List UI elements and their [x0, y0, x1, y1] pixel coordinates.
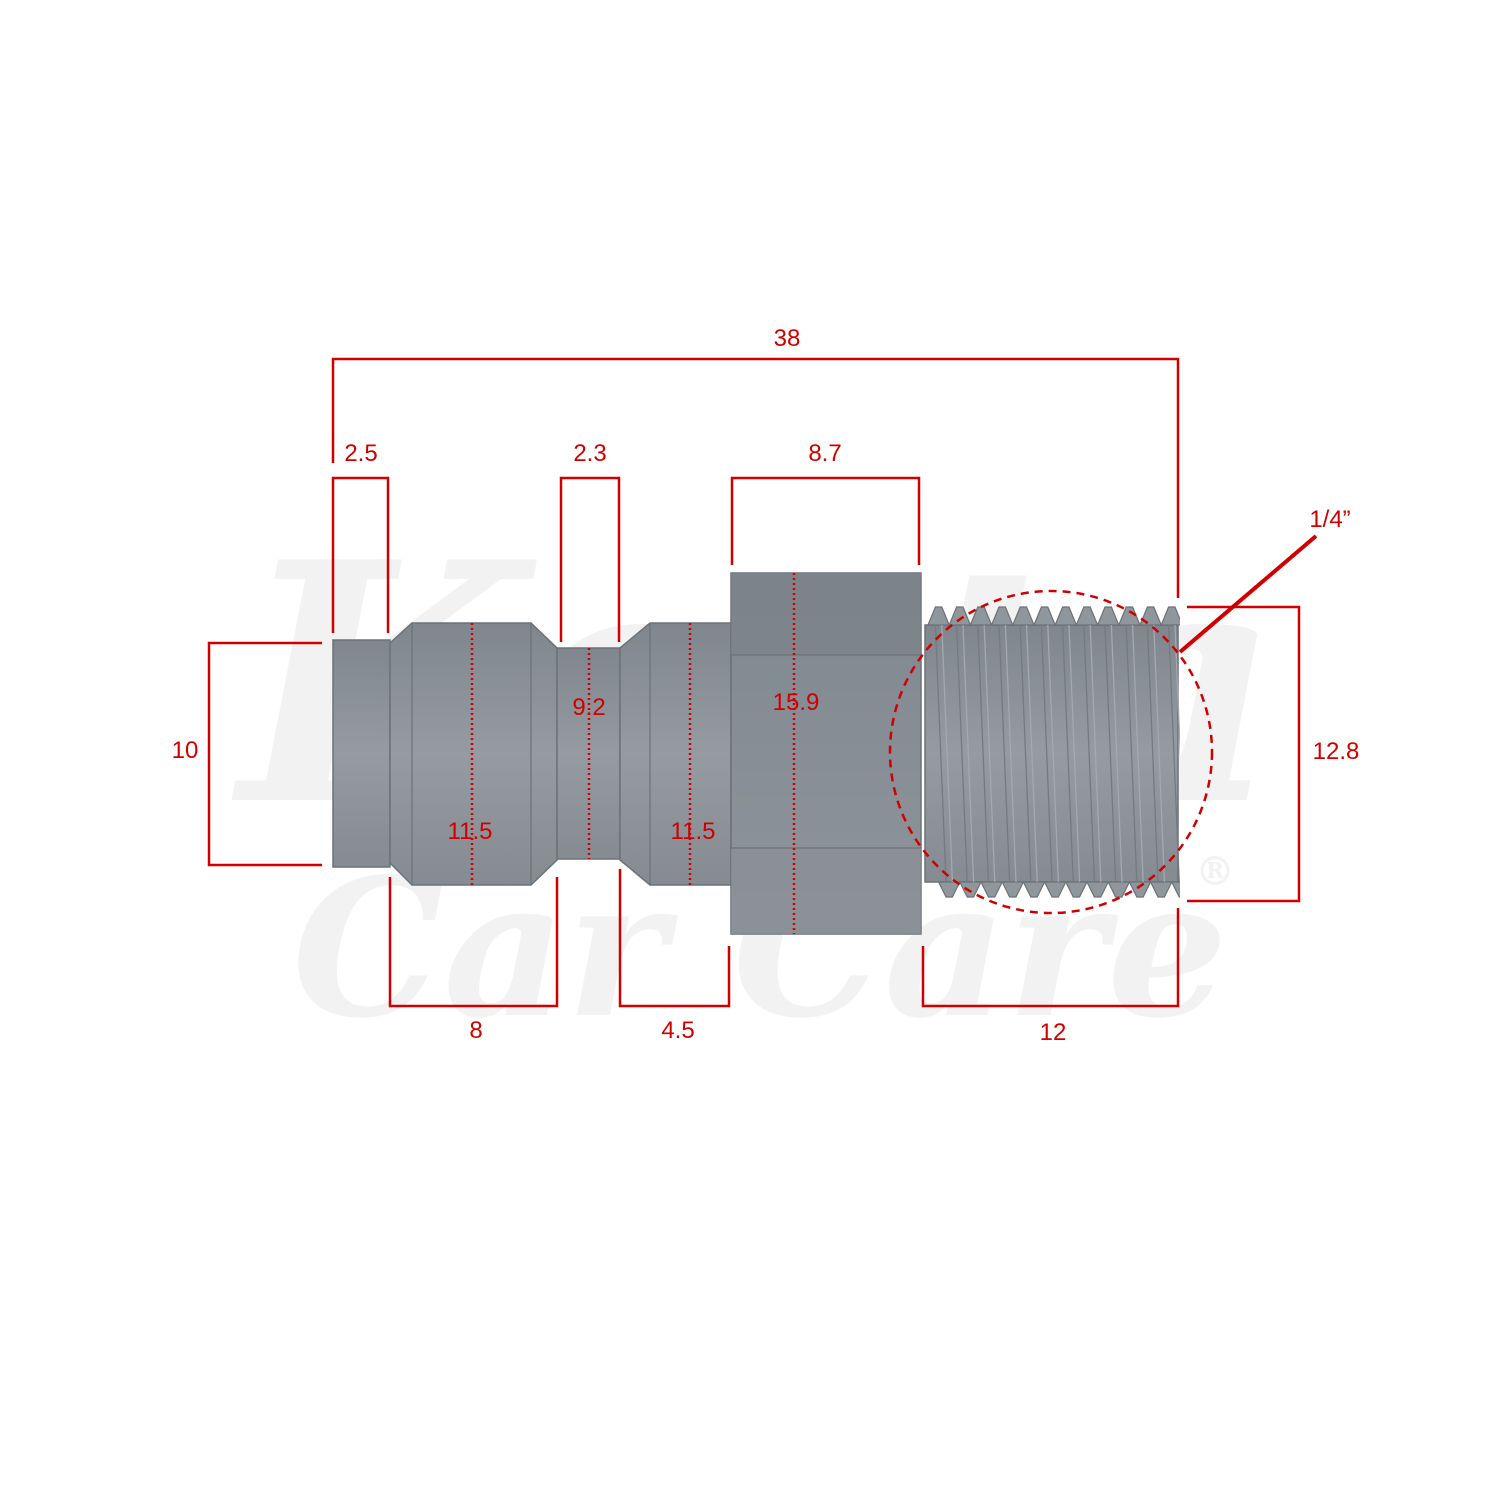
- thread-flank-line: [1174, 624, 1180, 763]
- dim-line-collar-length: [388, 877, 559, 1008]
- label-tip-diameter: 10: [172, 737, 199, 764]
- thread-flank-line: [1104, 624, 1117, 883]
- thread-tooth-bottom: [1001, 881, 1025, 898]
- thread-flank-line: [1025, 624, 1038, 883]
- thread-tooth-bottom: [958, 881, 982, 898]
- dim-line-neck-length: [618, 869, 731, 1008]
- label-collar-length: 8: [469, 1017, 482, 1044]
- label-collar-diameter-right: 11.5: [671, 818, 716, 845]
- collar-right: [619, 622, 732, 886]
- tip-cylinder: [332, 639, 391, 868]
- dim-line-overall-length: [331, 357, 1180, 598]
- dim-line-thread-length: [921, 908, 1180, 1008]
- thread-flank-line: [1061, 624, 1074, 883]
- thread-tooth-bottom: [1022, 881, 1046, 898]
- label-groove-width: 2.3: [573, 440, 606, 467]
- fitting-part: [332, 572, 1180, 935]
- thread-flank-line: [998, 624, 1011, 883]
- thread-tooth-bottom: [937, 881, 961, 898]
- thread-tooth-bottom: [1128, 881, 1152, 898]
- dimension-lines: [207, 357, 1318, 1008]
- thread-core: [924, 624, 1179, 883]
- hex-face-top: [731, 573, 921, 655]
- label-neck-length: 4.5: [661, 1017, 694, 1044]
- thread-ridges: [927, 606, 1180, 898]
- label-collar-diameter-left: 11.5: [448, 818, 493, 845]
- thread-flank-line: [1089, 624, 1102, 883]
- thread-flank-line: [1131, 624, 1144, 883]
- hex-face-bottom: [731, 848, 921, 934]
- collar-left: [389, 622, 558, 886]
- dimension-labels: 38 2.5 2.3 8.7 1/4” 10 12.8 11.5 9.2 11.…: [172, 325, 1360, 1046]
- section-lines: [470, 573, 796, 934]
- label-thread-length: 12: [1040, 1019, 1067, 1046]
- thread-tooth-bottom: [1170, 881, 1180, 898]
- thread-flank-line: [1146, 624, 1159, 883]
- thread-flank-line: [1068, 624, 1081, 883]
- thread-flank-line: [1167, 624, 1180, 883]
- thread-tooth-bottom: [980, 881, 1004, 898]
- thread-flank-line: [962, 624, 975, 883]
- thread-flank-line: [1153, 624, 1166, 883]
- label-hex-length: 8.7: [808, 440, 841, 467]
- thread-tooth-bottom: [1064, 881, 1088, 898]
- thread-flank-line: [983, 624, 996, 883]
- thread-flank-line: [1004, 624, 1017, 883]
- thread-tooth-bottom: [1149, 881, 1173, 898]
- dim-line-groove-width: [559, 476, 621, 642]
- watermark-registered-mark: ®: [1195, 848, 1235, 895]
- thread-flank-line: [1125, 624, 1138, 883]
- label-groove-diameter: 9.2: [572, 694, 605, 721]
- thread-tooth-bottom: [1107, 881, 1131, 898]
- thread-size-leader: [1178, 534, 1318, 654]
- thread-flank-line: [955, 624, 968, 883]
- thread-detail-circle: [888, 589, 1214, 915]
- dim-line-thread-diameter: [1187, 605, 1301, 903]
- label-tip-length: 2.5: [344, 440, 377, 467]
- thread-flank-line: [934, 624, 947, 883]
- thread-flank-line: [1110, 624, 1123, 883]
- label-thread-diameter: 12.8: [1313, 738, 1360, 765]
- thread-tooth-bottom: [1043, 881, 1067, 898]
- label-thread-size: 1/4”: [1309, 506, 1350, 533]
- thread-flank-line: [941, 624, 954, 883]
- thread-tooth-bottom: [1086, 881, 1110, 898]
- thread-flank-line: [1019, 624, 1032, 883]
- thread-flank-line: [977, 624, 990, 883]
- thread-flank-line: [1047, 624, 1060, 883]
- thread-flank-line: [1040, 624, 1053, 883]
- dim-line-tip-diameter: [207, 641, 322, 867]
- thread-flank-line: [1083, 624, 1096, 883]
- dim-line-tip-length: [331, 476, 390, 633]
- label-hex-size: 15.9: [773, 689, 820, 716]
- label-overall-length: 38: [774, 325, 801, 352]
- dim-line-hex-length: [730, 476, 921, 565]
